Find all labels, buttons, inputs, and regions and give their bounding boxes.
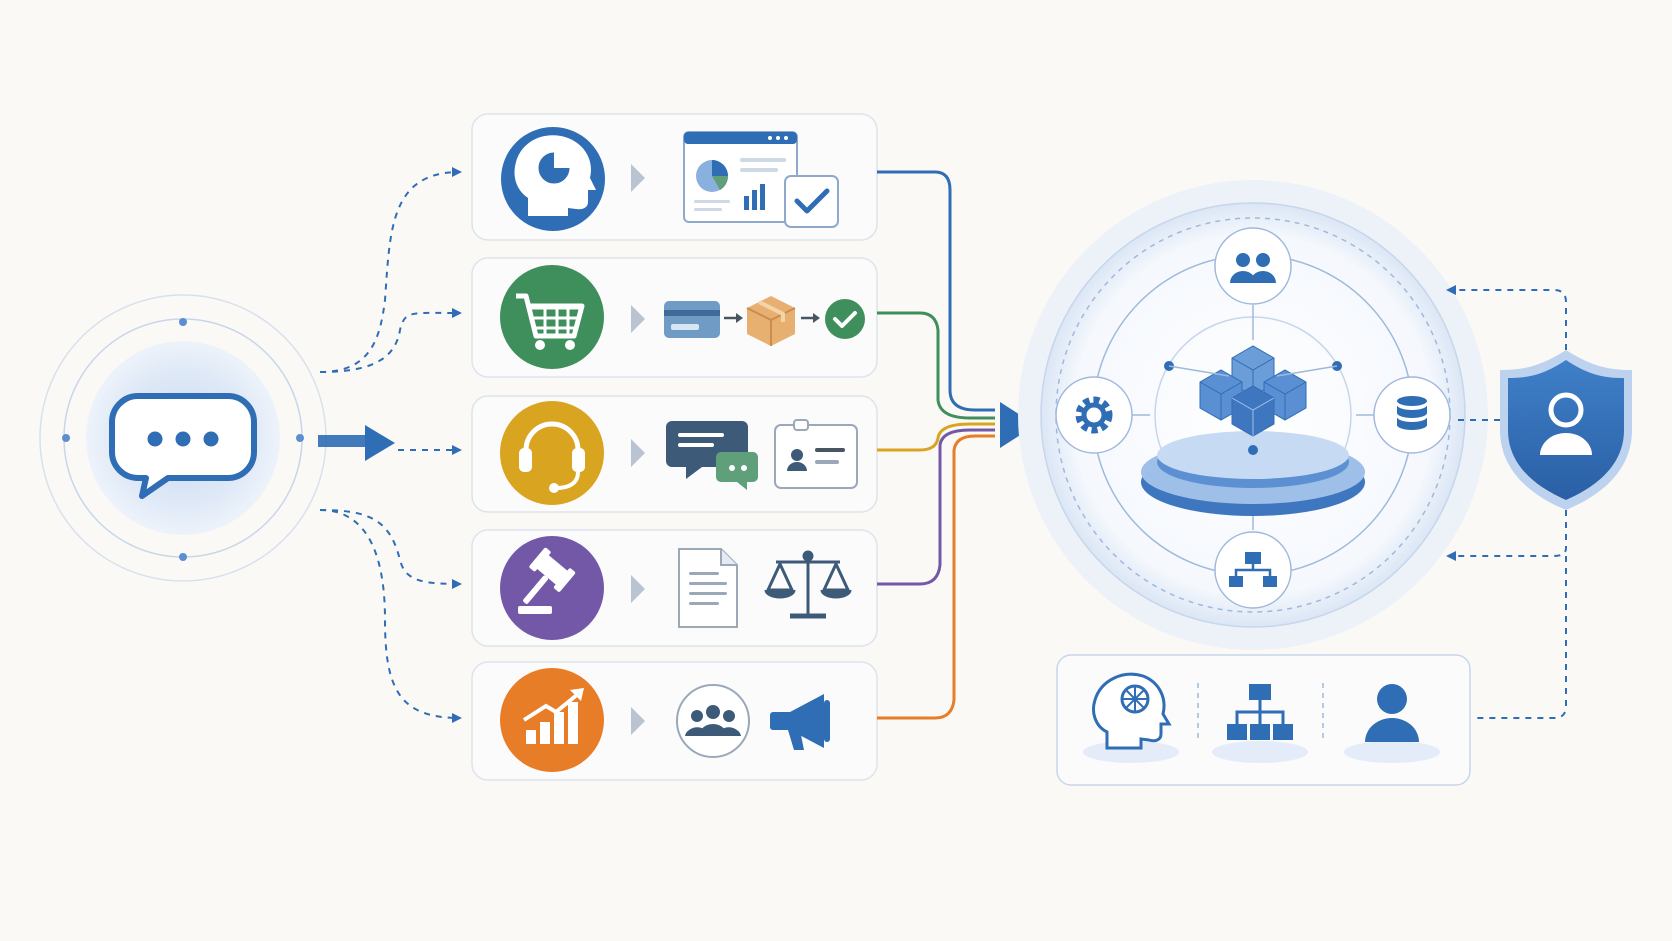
agent-panel-support[interactable] [471, 395, 878, 513]
hierarchy-icon [1214, 531, 1292, 609]
chat-bubbles-icon [666, 421, 758, 490]
headset-icon [500, 401, 604, 505]
document-icon [678, 548, 738, 628]
hub[interactable] [1018, 180, 1488, 650]
agent-panel-analytics[interactable] [471, 113, 878, 241]
input-node[interactable] [39, 294, 395, 582]
merge-arrow [1000, 402, 1036, 448]
org-chart-icon [1212, 684, 1308, 763]
agent-panel-commerce[interactable] [471, 257, 878, 378]
megaphone-icon [770, 694, 830, 750]
gear-icon [1055, 376, 1133, 454]
checkbox-check-icon [784, 175, 839, 228]
scales-icon [764, 550, 852, 619]
users-icon [1214, 227, 1292, 305]
package-box-icon [746, 296, 796, 346]
database-icon [1373, 376, 1451, 454]
security-connectors [1446, 285, 1567, 719]
cubes-platform-icon [1141, 345, 1365, 516]
head-analytics-icon [501, 127, 605, 231]
dashboard-window-icon [683, 131, 798, 223]
agent-panel-legal[interactable] [471, 529, 878, 647]
agent-panel-marketing[interactable] [471, 661, 878, 781]
id-card-icon [774, 419, 858, 489]
people-group-icon [676, 684, 750, 758]
chat-bubble-icon [109, 393, 257, 499]
brain-head-icon [1083, 672, 1179, 763]
growth-chart-icon [500, 668, 604, 772]
merge-connectors [877, 170, 995, 720]
user-icon [1344, 684, 1440, 763]
gavel-icon [500, 536, 604, 640]
shield-user-icon [1540, 392, 1592, 455]
security-shield[interactable] [1500, 350, 1632, 510]
credit-card-icon [664, 301, 720, 338]
shopping-cart-icon [500, 265, 604, 369]
check-circle-icon [825, 299, 865, 339]
bottom-panel[interactable] [1056, 654, 1471, 786]
fanout-connectors [319, 167, 462, 723]
